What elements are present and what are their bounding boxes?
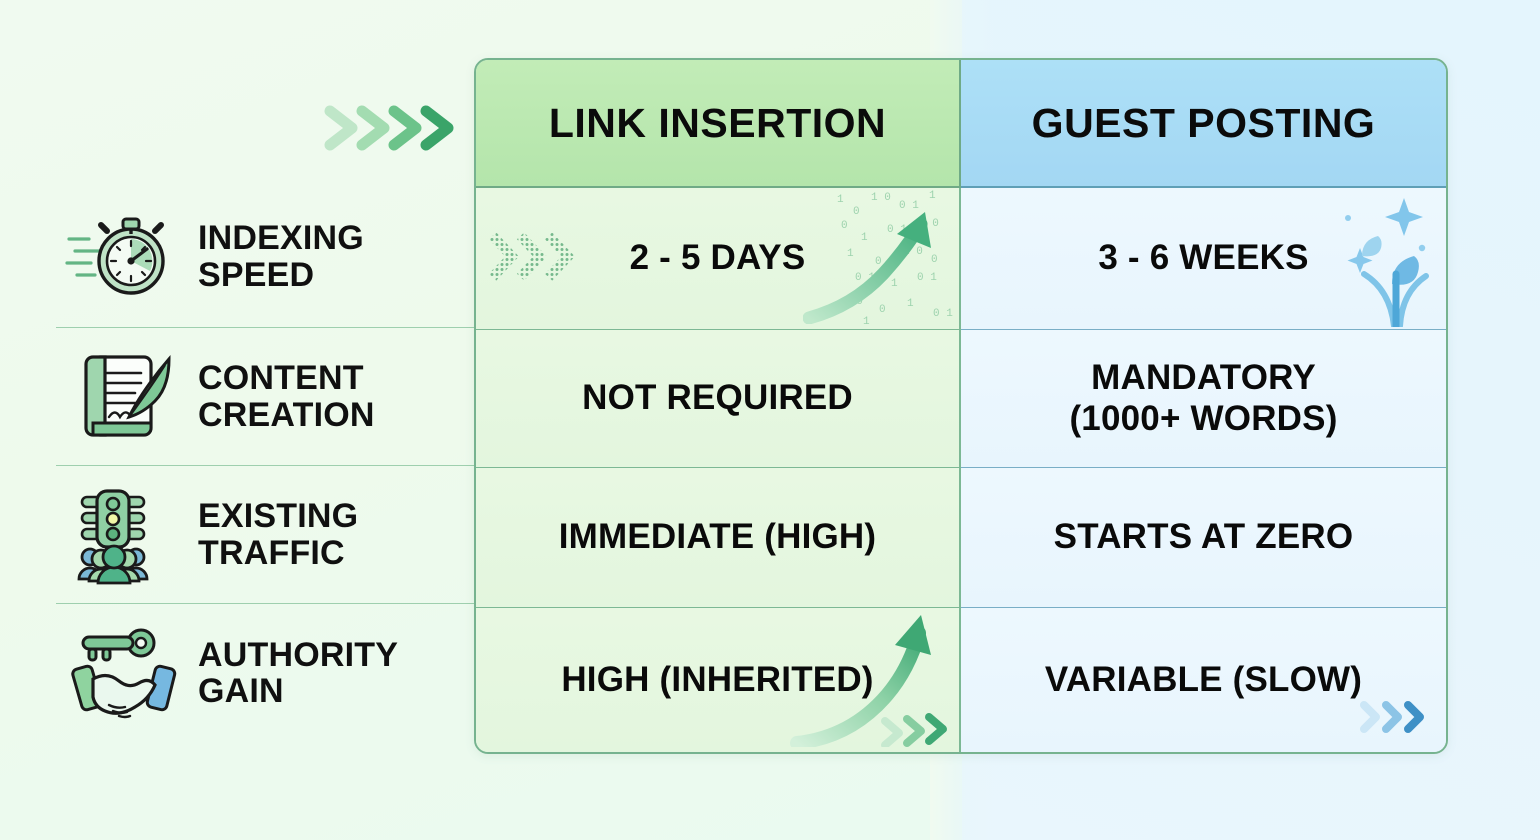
svg-text:1 0: 1 0 — [903, 246, 923, 258]
row-label-line2: CREATION — [198, 395, 375, 434]
sprout-sparkle-icon — [1318, 192, 1438, 329]
svg-text:1: 1 — [837, 194, 844, 206]
cell-value-line1: 3 - 6 WEEKS — [1098, 238, 1309, 278]
svg-text:0: 0 — [853, 206, 860, 218]
cell-content-creation-link-insertion: NOT REQUIRED — [476, 330, 961, 468]
row-label-text: EXISTING TRAFFIC — [198, 498, 358, 570]
svg-text:1: 1 — [863, 316, 870, 328]
row-label-authority-gain: AUTHORITY GAIN — [56, 604, 474, 742]
cell-authority-gain-link-insertion: HIGH (INHERITED) — [476, 608, 961, 752]
svg-text:0 1: 0 1 — [933, 308, 953, 320]
svg-text:1: 1 — [907, 298, 914, 310]
column-header-guest-posting: GUEST POSTING — [961, 60, 1446, 188]
svg-text:0 1: 0 1 — [887, 224, 907, 236]
cell-value-line1: STARTS AT ZERO — [1053, 517, 1354, 557]
svg-text:1 0: 1 0 — [919, 218, 939, 230]
cell-value-line1: VARIABLE (SLOW) — [1044, 659, 1363, 699]
row-label-line2: SPEED — [198, 255, 315, 294]
cell-value: 3 - 6 WEEKS — [1084, 238, 1322, 279]
row-label-indexing-speed: INDEXING SPEED — [56, 186, 474, 328]
cell-content-creation-guest-posting: MANDATORY (1000+ WORDS) — [961, 330, 1446, 468]
row-label-line1: AUTHORITY — [198, 635, 399, 674]
row-label-content-creation: CONTENT CREATION — [56, 328, 474, 466]
cell-value-line2: (1000+ WORDS) — [1069, 398, 1338, 438]
cell-value: IMMEDIATE (HIGH) — [545, 517, 891, 558]
cell-value-line1: IMMEDIATE (HIGH) — [558, 517, 877, 557]
svg-text:1: 1 — [861, 232, 868, 244]
row-label-line2: GAIN — [198, 672, 284, 710]
cell-value: NOT REQUIRED — [568, 378, 867, 419]
row-label-text: AUTHORITY GAIN — [198, 637, 398, 709]
handshake-key-icon — [64, 618, 182, 728]
row-label-line1: INDEXING — [198, 219, 364, 258]
row-label-line1: CONTENT — [198, 359, 364, 398]
row-label-text: INDEXING SPEED — [198, 220, 364, 292]
svg-text:1: 1 — [929, 190, 936, 202]
cell-value-line1: NOT REQUIRED — [582, 378, 853, 418]
svg-text:1 0: 1 0 — [843, 296, 863, 308]
svg-text:0: 0 — [841, 220, 848, 232]
cell-value: HIGH (INHERITED) — [547, 660, 887, 701]
column-header-link-insertion: LINK INSERTION — [476, 60, 961, 188]
column-header-text: LINK INSERTION — [548, 99, 887, 146]
cell-existing-traffic-link-insertion: IMMEDIATE (HIGH) — [476, 468, 961, 608]
cell-value: MANDATORY (1000+ WORDS) — [1055, 358, 1351, 439]
svg-text:1 0: 1 0 — [871, 192, 891, 204]
cell-authority-gain-guest-posting: VARIABLE (SLOW) — [961, 608, 1446, 752]
row-label-line1: EXISTING — [198, 497, 359, 536]
traffic-light-crowd-icon — [64, 480, 182, 590]
dotted-chevrons-icon — [488, 227, 590, 290]
cell-indexing-speed-guest-posting: 3 - 6 WEEKS — [961, 188, 1446, 330]
svg-text:1: 1 — [891, 278, 898, 290]
row-label-existing-traffic: EXISTING TRAFFIC — [56, 466, 474, 604]
stopwatch-icon — [64, 202, 182, 312]
growth-arrow-icon — [802, 194, 953, 329]
cell-value-line1: MANDATORY — [1091, 357, 1316, 397]
row-label-text: CONTENT CREATION — [198, 360, 375, 432]
cell-value: 2 - 5 DAYS — [616, 238, 820, 279]
svg-text:0: 0 — [875, 256, 882, 268]
svg-text:0 1: 0 1 — [855, 272, 875, 284]
scroll-quill-icon — [64, 342, 182, 452]
svg-text:1: 1 — [847, 248, 854, 260]
svg-text:0 1: 0 1 — [917, 272, 937, 284]
chevron-arrows-icon — [322, 92, 462, 164]
chevron-arrows-icon — [1356, 695, 1436, 744]
svg-text:0: 0 — [931, 254, 938, 266]
row-label-column: INDEXING SPEED — [56, 186, 474, 756]
cell-value: VARIABLE (SLOW) — [1031, 660, 1376, 701]
cell-value: STARTS AT ZERO — [1040, 517, 1368, 558]
comparison-table: LINK INSERTION GUEST POSTING — [474, 58, 1448, 754]
cell-value-line1: 2 - 5 DAYS — [629, 238, 806, 278]
svg-text:0 1: 0 1 — [899, 200, 919, 212]
row-label-line2: TRAFFIC — [198, 533, 345, 572]
cell-value-line1: HIGH (INHERITED) — [561, 659, 874, 699]
svg-text:0: 0 — [879, 304, 886, 316]
cell-existing-traffic-guest-posting: STARTS AT ZERO — [961, 468, 1446, 608]
column-header-text: GUEST POSTING — [1031, 99, 1376, 146]
